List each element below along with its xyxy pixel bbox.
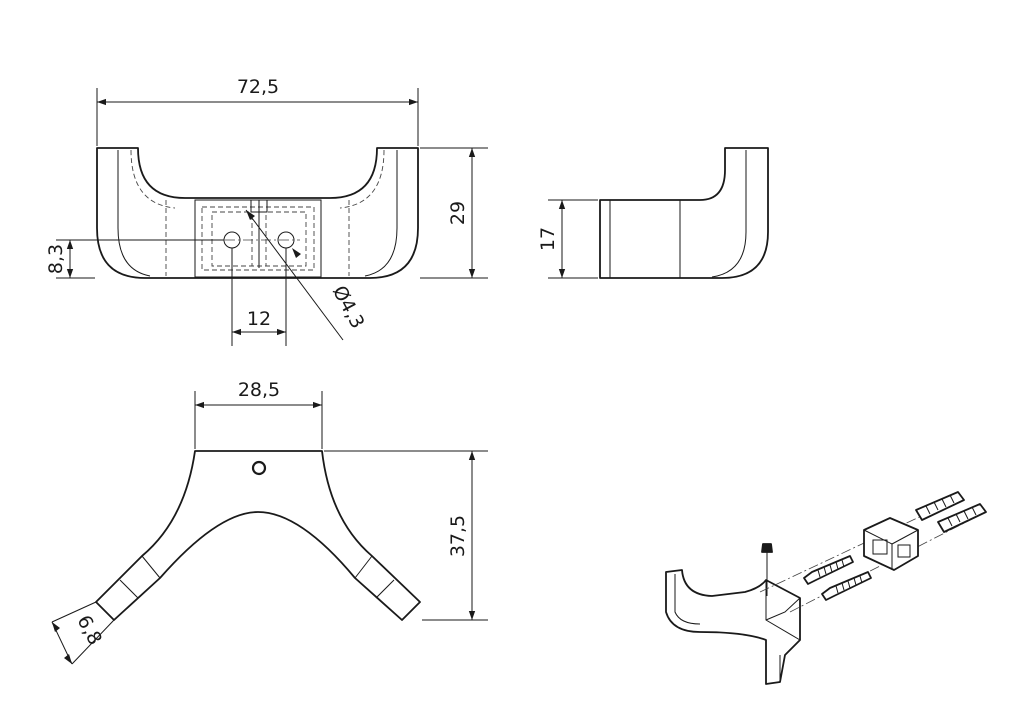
dim-side-height-label: 17 (537, 227, 559, 251)
wall-plug-part-1 (915, 491, 965, 521)
mounting-plate-part (863, 517, 919, 571)
set-screw-part (761, 543, 773, 553)
dim-depth-label: 37,5 (447, 515, 469, 557)
front-view: 72,5 29 8,3 12 Ø4,3 (45, 76, 488, 346)
top-view: 28,5 37,5 6,8 (51, 379, 488, 665)
dim-width-label: 72,5 (237, 76, 279, 98)
screw-part-2 (821, 571, 872, 601)
dim-height-label: 29 (447, 201, 469, 225)
dim-top-width-label: 28,5 (238, 379, 280, 401)
side-view: 17 (537, 147, 769, 279)
exploded-view (665, 491, 987, 685)
dim-hole-spacing-label: 12 (247, 308, 271, 330)
dim-hole-diameter-label: Ø4,3 (328, 282, 369, 332)
dim-hole-height-label: 8,3 (45, 244, 67, 274)
wall-plug-part-2 (937, 503, 987, 533)
screw-part-1 (803, 555, 854, 585)
dim-arm-width-label: 6,8 (72, 612, 106, 649)
